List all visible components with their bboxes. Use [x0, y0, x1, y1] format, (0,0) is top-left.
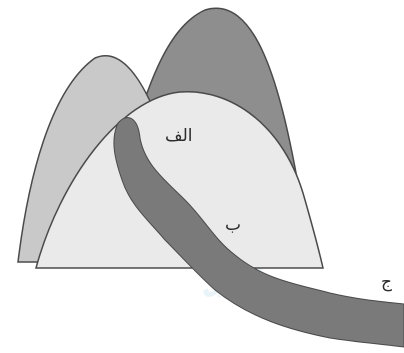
label-point-c: ج: [381, 272, 392, 292]
label-point-a: الف: [165, 126, 193, 146]
label-point-b: ب: [225, 215, 241, 235]
